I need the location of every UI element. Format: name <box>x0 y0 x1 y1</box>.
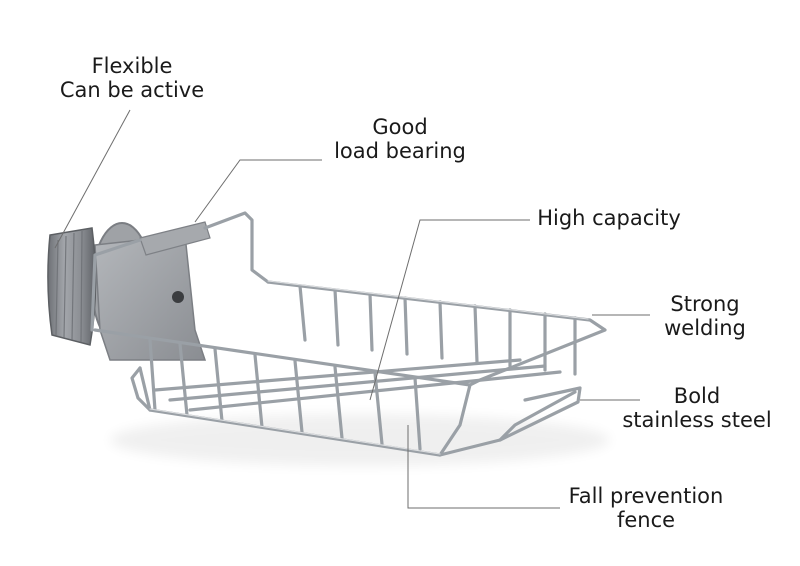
leader-flexible <box>54 109 131 249</box>
callout-welding-line1: Strong <box>670 292 740 316</box>
callout-high-capacity: High capacity <box>530 206 688 230</box>
callout-fence-line2: fence <box>616 508 676 532</box>
callout-steel-line2: stainless steel <box>622 408 772 432</box>
callout-load-line1: Good <box>372 115 428 139</box>
callout-flexible-line1: Flexible <box>91 54 173 78</box>
callout-load-line2: load bearing <box>334 139 466 163</box>
wire-basket <box>90 211 607 457</box>
callout-fence-line1: Fall prevention <box>568 484 724 508</box>
floor-shadow <box>110 414 610 466</box>
leader-capacity <box>369 219 530 401</box>
callout-steel-line1: Bold <box>673 384 721 408</box>
callout-welding-line2: welding <box>664 316 746 340</box>
callout-flexible: Flexible Can be active <box>52 54 212 102</box>
leader-load <box>194 159 322 223</box>
screw-hole <box>172 291 184 303</box>
callout-flexible-line2: Can be active <box>59 78 205 102</box>
arm-sleeve <box>139 221 211 256</box>
callout-load-bearing: Good load bearing <box>322 115 478 163</box>
callout-stainless-steel: Bold stainless steel <box>612 384 782 432</box>
callout-fall-prevention: Fall prevention fence <box>556 484 736 532</box>
callout-capacity-line1: High capacity <box>537 206 681 230</box>
leader-fence <box>407 425 560 509</box>
callout-strong-welding: Strong welding <box>650 292 760 340</box>
